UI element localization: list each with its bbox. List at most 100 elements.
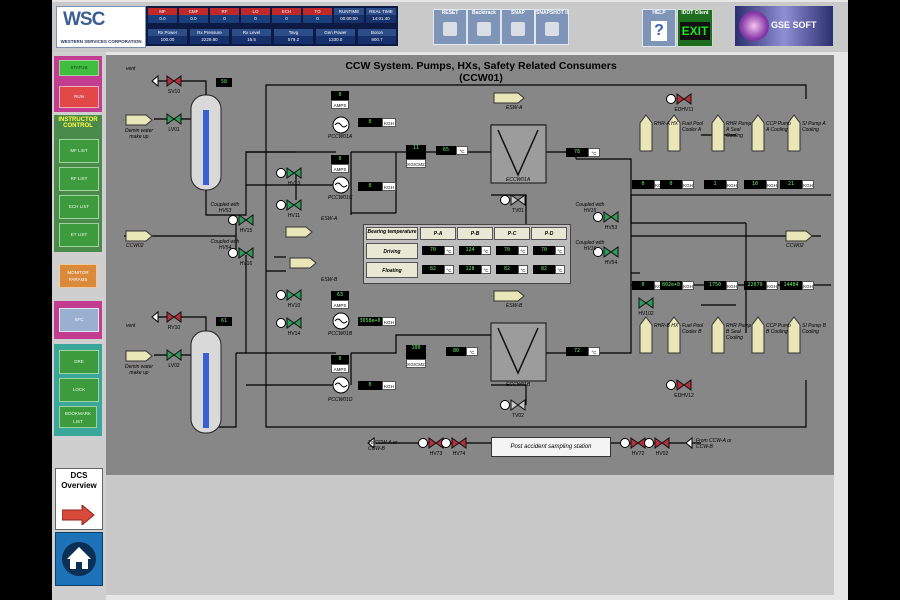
consumer-b-flow: 14484 bbox=[780, 281, 802, 290]
hx-b-temp-in-unit: °C bbox=[466, 347, 478, 356]
valve-edhv11[interactable]: EDHV11 bbox=[666, 93, 694, 113]
coupled-hv54-label: Coupled with HV54 bbox=[210, 239, 240, 251]
tank-top bbox=[190, 94, 222, 191]
bearing-value: 82 bbox=[496, 265, 518, 274]
bearing-temperature-table: Bearing temperature P-A P-B P-C P-D Driv… bbox=[363, 224, 571, 284]
rf-list-button[interactable]: RF LIST bbox=[59, 167, 99, 191]
hx-b-pressure: 100 bbox=[406, 345, 426, 359]
valve-hv11[interactable]: HV11 bbox=[276, 199, 302, 219]
sfc-button[interactable]: SFC bbox=[59, 308, 99, 332]
valve-hv102[interactable]: HV102 bbox=[638, 297, 654, 317]
hx-a-pressure: 11 bbox=[406, 145, 426, 159]
valve-hv14[interactable]: HV14 bbox=[276, 317, 302, 337]
valve-label: HV15 bbox=[240, 228, 253, 234]
pump-pccw01d[interactable] bbox=[332, 376, 350, 394]
motor-icon bbox=[276, 318, 286, 328]
mf-list-button[interactable]: MF LIST bbox=[59, 139, 99, 163]
pipe-vent-bottom bbox=[156, 316, 207, 335]
valve-tv01[interactable]: TV01 bbox=[500, 194, 526, 214]
home-button[interactable] bbox=[55, 532, 103, 586]
pump-a-name: PCCW01A bbox=[328, 134, 353, 140]
consumer-b-label: SI Pump B Cooling bbox=[802, 323, 826, 335]
lock-button[interactable]: LOCK bbox=[59, 378, 99, 402]
hx-b-temp-out: 72 bbox=[566, 347, 588, 356]
reset-button[interactable]: RESET bbox=[433, 9, 467, 45]
help-button[interactable]: HELP ? bbox=[642, 9, 676, 47]
bearing-row-floating: Floating bbox=[366, 262, 418, 278]
hx-b-label: ECCW01B bbox=[506, 382, 531, 388]
dre-button[interactable]: DRE bbox=[59, 350, 99, 374]
consumer-a-label: Fuel Pool Cooler A bbox=[682, 121, 704, 133]
valve-hv10[interactable]: HV10 bbox=[276, 289, 302, 309]
valve-hv74[interactable]: HV74 bbox=[441, 437, 467, 457]
consumer-a-flow-unit: KGH bbox=[802, 180, 814, 189]
pipe-tank-top-out bbox=[205, 190, 236, 216]
vent-arrows bbox=[151, 74, 693, 450]
demin-label-bottom: Demin water make up bbox=[124, 364, 154, 376]
consumer-b-label: RHR Pump B Seal Cooling bbox=[726, 323, 752, 341]
valve-sv10b[interactable]: RV10 bbox=[166, 311, 182, 331]
snap-button[interactable]: SNAP bbox=[501, 9, 535, 45]
motor-icon bbox=[593, 247, 603, 257]
hx-a-label: ECCW01A bbox=[506, 177, 531, 183]
valve-hv16[interactable]: HV16 bbox=[228, 247, 254, 267]
pump-pccw01a[interactable] bbox=[332, 116, 350, 134]
pump-d-amps-unit: AMPS bbox=[331, 364, 349, 373]
status-button[interactable]: STATUS bbox=[59, 60, 99, 76]
post-accident-sampling-station[interactable]: Post accident sampling station bbox=[491, 437, 611, 457]
reset-icon bbox=[443, 22, 457, 36]
arrow-to-ccw bbox=[367, 436, 375, 450]
valve-hv15a[interactable]: HV15 bbox=[228, 214, 254, 234]
valve-hv53[interactable]: HV53 bbox=[593, 211, 619, 231]
bearing-unit: °C bbox=[555, 265, 565, 274]
brand-logo: GSE SOFT bbox=[735, 6, 833, 46]
snapshot-ii-button[interactable]: SNAPSHOT II bbox=[535, 9, 569, 45]
motor-icon bbox=[620, 438, 630, 448]
arrow-demin-bottom bbox=[125, 350, 153, 362]
run-button[interactable]: RUN bbox=[59, 86, 99, 108]
ech-list-button[interactable]: ECH LIST bbox=[59, 195, 99, 219]
dcs-overview-button[interactable]: DCS Overview bbox=[55, 468, 103, 530]
valve-svq1[interactable]: SV10 bbox=[166, 75, 182, 95]
valve-hv02b[interactable]: HV02 bbox=[644, 437, 670, 457]
pump-pccw01b[interactable] bbox=[332, 312, 350, 330]
consumer-b-flow: 802e+0 bbox=[660, 281, 682, 290]
valve-hv54[interactable]: HV54 bbox=[593, 246, 619, 266]
valve-label: TV01 bbox=[512, 208, 524, 214]
hx-b-temp-in: 80 bbox=[446, 347, 466, 356]
logo-mark: WSC bbox=[63, 9, 105, 30]
valve-lv02[interactable]: LV02 bbox=[166, 349, 182, 369]
consumer-b-flow-unit: KGH bbox=[802, 281, 814, 290]
consumer-b-flow: 22079 bbox=[744, 281, 766, 290]
bearing-value: 70 bbox=[496, 246, 518, 255]
pump-c-amps: 0 bbox=[331, 155, 349, 164]
bearing-unit: °C bbox=[518, 246, 528, 255]
status-area bbox=[106, 475, 834, 595]
heat-exchanger-a bbox=[490, 124, 547, 184]
monitor-params-button[interactable]: MONITOR PARAMS bbox=[59, 264, 97, 288]
valve-hv72[interactable]: HV72 bbox=[620, 437, 646, 457]
valve-edhv12[interactable]: EDHV12 bbox=[666, 379, 694, 399]
backtrack-button[interactable]: Backtrack bbox=[467, 9, 501, 45]
valve-lv01[interactable]: LV01 bbox=[166, 113, 182, 133]
valve-label: EDHV11 bbox=[674, 107, 693, 113]
pump-pccw01c[interactable] bbox=[332, 176, 350, 194]
bookmark-list-button[interactable]: BOOKMARK LIST bbox=[59, 406, 97, 428]
et-list-button[interactable]: ET LIST bbox=[59, 223, 99, 247]
valve-tv02[interactable]: TV02 bbox=[500, 399, 526, 419]
bearing-unit: °C bbox=[481, 265, 491, 274]
arrow-esw-a bbox=[285, 226, 313, 238]
valve-label: HV14 bbox=[288, 331, 301, 337]
consumer-b-flow: 1750 bbox=[704, 281, 726, 290]
consumer-coolers-a bbox=[639, 114, 801, 152]
consumer-b-label: CCP Pump B Cooling bbox=[766, 323, 791, 335]
hx-a-temp-in: 65 bbox=[436, 146, 456, 155]
valve-hv13[interactable]: HV13 bbox=[276, 167, 302, 187]
valve-hv73[interactable]: HV73 bbox=[418, 437, 444, 457]
hx-b-pressure-unit: KG/CM2 bbox=[406, 359, 426, 368]
pump-a-amps: 0 bbox=[331, 91, 349, 100]
demin-label-top: Demin water make up bbox=[124, 128, 154, 140]
tank-bottom bbox=[190, 330, 222, 434]
